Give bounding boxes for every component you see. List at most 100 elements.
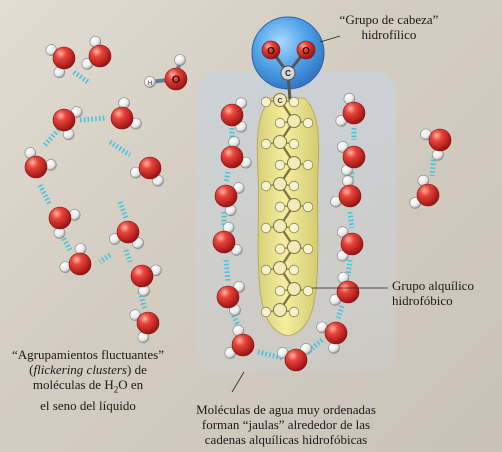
alkyl-group-label-line2: hidrofóbico — [392, 293, 453, 308]
oxygen-atom — [88, 44, 112, 68]
hydrogen-bond — [108, 139, 132, 158]
water-molecule — [24, 147, 57, 179]
clusters-label-line2: (flickering clusters) de — [0, 362, 176, 377]
hydrogen-bond — [37, 183, 53, 207]
oxygen-atom — [342, 145, 366, 169]
clusters-italic-term: flickering clusters — [33, 362, 127, 377]
water-molecule — [335, 92, 366, 127]
chain-hydrogen-atom — [288, 222, 300, 234]
water-molecule — [220, 136, 252, 169]
water-molecule — [108, 220, 144, 249]
water-molecule — [420, 128, 452, 161]
chain-hydrogen-atom — [288, 306, 300, 318]
hydrogen-atom — [144, 76, 156, 88]
water-molecule — [330, 175, 362, 208]
oxygen-atom — [24, 155, 48, 179]
head-group-label: “Grupo de cabeza” hidrofílico — [330, 12, 448, 42]
hydrogen-bond — [43, 128, 60, 147]
carbon-letter: C — [285, 69, 291, 78]
oxygen-atom — [338, 184, 362, 208]
oxygen-atom — [116, 220, 140, 244]
oxygen-atom — [220, 103, 244, 127]
water-molecule — [81, 35, 112, 70]
chain-carbon-atom — [273, 303, 287, 317]
chain-hydrogen-atom — [288, 180, 300, 192]
oxygen-letter: O — [302, 46, 310, 57]
oxygen-atom — [336, 280, 360, 304]
alkyl-group-label-line1: Grupo alquílico — [392, 278, 474, 293]
chain-hydrogen-atom — [274, 243, 286, 255]
clusters-label-line3: moléculas de H2O en — [0, 377, 176, 398]
water-molecule — [216, 281, 245, 317]
water-molecule — [316, 321, 348, 354]
water-molecule — [130, 264, 162, 297]
clusters-h2o-prefix: moléculas de H — [32, 377, 114, 392]
oxygen-atom — [212, 230, 236, 254]
oxygen-atom — [342, 101, 366, 125]
water-molecule — [129, 156, 164, 187]
chain-hydrogen-atom — [274, 285, 286, 297]
chain-hydrogen-atom — [274, 201, 286, 213]
head-group-label-line1: “Grupo de cabeza” — [339, 12, 439, 27]
chain-carbon-atom — [273, 177, 287, 191]
water-molecule — [214, 182, 245, 217]
chain-hydrogen-atom — [288, 96, 300, 108]
chain-carbon-atom — [273, 135, 287, 149]
chain-hydrogen-atom — [274, 159, 286, 171]
water-molecule — [329, 271, 360, 306]
hydrogen-bond — [117, 201, 129, 219]
water-molecule — [336, 226, 364, 262]
water-molecule — [212, 221, 243, 256]
oxygen-atom — [231, 333, 255, 357]
hydrogen-bond — [429, 155, 437, 177]
chain-hydrogen-atom — [260, 222, 272, 234]
hydrogen-bond — [223, 171, 231, 183]
water-molecule — [45, 44, 76, 79]
clusters-h2o-subscript: 2 — [113, 384, 119, 395]
oxygen-atom — [164, 67, 188, 91]
carbon-atom — [280, 65, 296, 81]
alkyl-group-label: Grupo alquílico hidrofóbico — [392, 278, 492, 308]
oxygen-atom — [261, 40, 281, 60]
water-molecule — [409, 174, 440, 209]
chain-carbon-atom — [287, 114, 301, 128]
chain-carbon-atom — [287, 198, 301, 212]
clusters-paren-open: ( — [29, 362, 34, 377]
hydrogen-bond — [79, 115, 107, 123]
chain-hydrogen-atom — [260, 264, 272, 276]
chain-carbon-atom — [273, 261, 287, 275]
oxygen-atom — [428, 128, 452, 152]
chain-hydrogen-atom — [274, 117, 286, 129]
water-molecule — [52, 106, 83, 141]
chain-hydrogen-atom — [260, 180, 272, 192]
flickering-clusters-label: “Agrupamientos fluctuantes” (flickering … — [0, 347, 176, 413]
water-molecule — [110, 97, 142, 130]
oxygen-atom — [324, 321, 348, 345]
chain-carbon-atom — [287, 240, 301, 254]
water-molecules: OH — [24, 35, 452, 372]
chain-hydrogen-atom — [302, 201, 314, 213]
head-group-label-line2: hidrofílico — [361, 27, 417, 42]
chain-carbon-atom — [287, 282, 301, 296]
chain-hydrogen-atom — [302, 285, 314, 297]
hydroxyl-molecule: OH — [144, 54, 188, 91]
oxygen-atom — [110, 106, 134, 130]
oxygen-atom — [296, 40, 316, 60]
water-molecule — [224, 324, 255, 359]
chain-hydrogen-atom — [260, 96, 272, 108]
oxygen-atom — [68, 252, 92, 276]
oxygen-atom — [48, 206, 72, 230]
oxygen-letter: O — [172, 74, 181, 86]
hydrogen-bond — [137, 291, 148, 311]
water-molecule — [48, 206, 81, 239]
chain-carbon-atom — [273, 93, 287, 107]
oxygen-letter: O — [267, 46, 275, 57]
clusters-label-line4: el seno del líquido — [40, 397, 136, 413]
oxygen-atom — [136, 311, 160, 335]
water-molecule — [129, 309, 160, 344]
cages-label-line3: cadenas alquílicas hidrofóbicas — [204, 432, 368, 447]
water-molecule — [220, 97, 248, 133]
hydrogen-bond — [72, 69, 90, 85]
